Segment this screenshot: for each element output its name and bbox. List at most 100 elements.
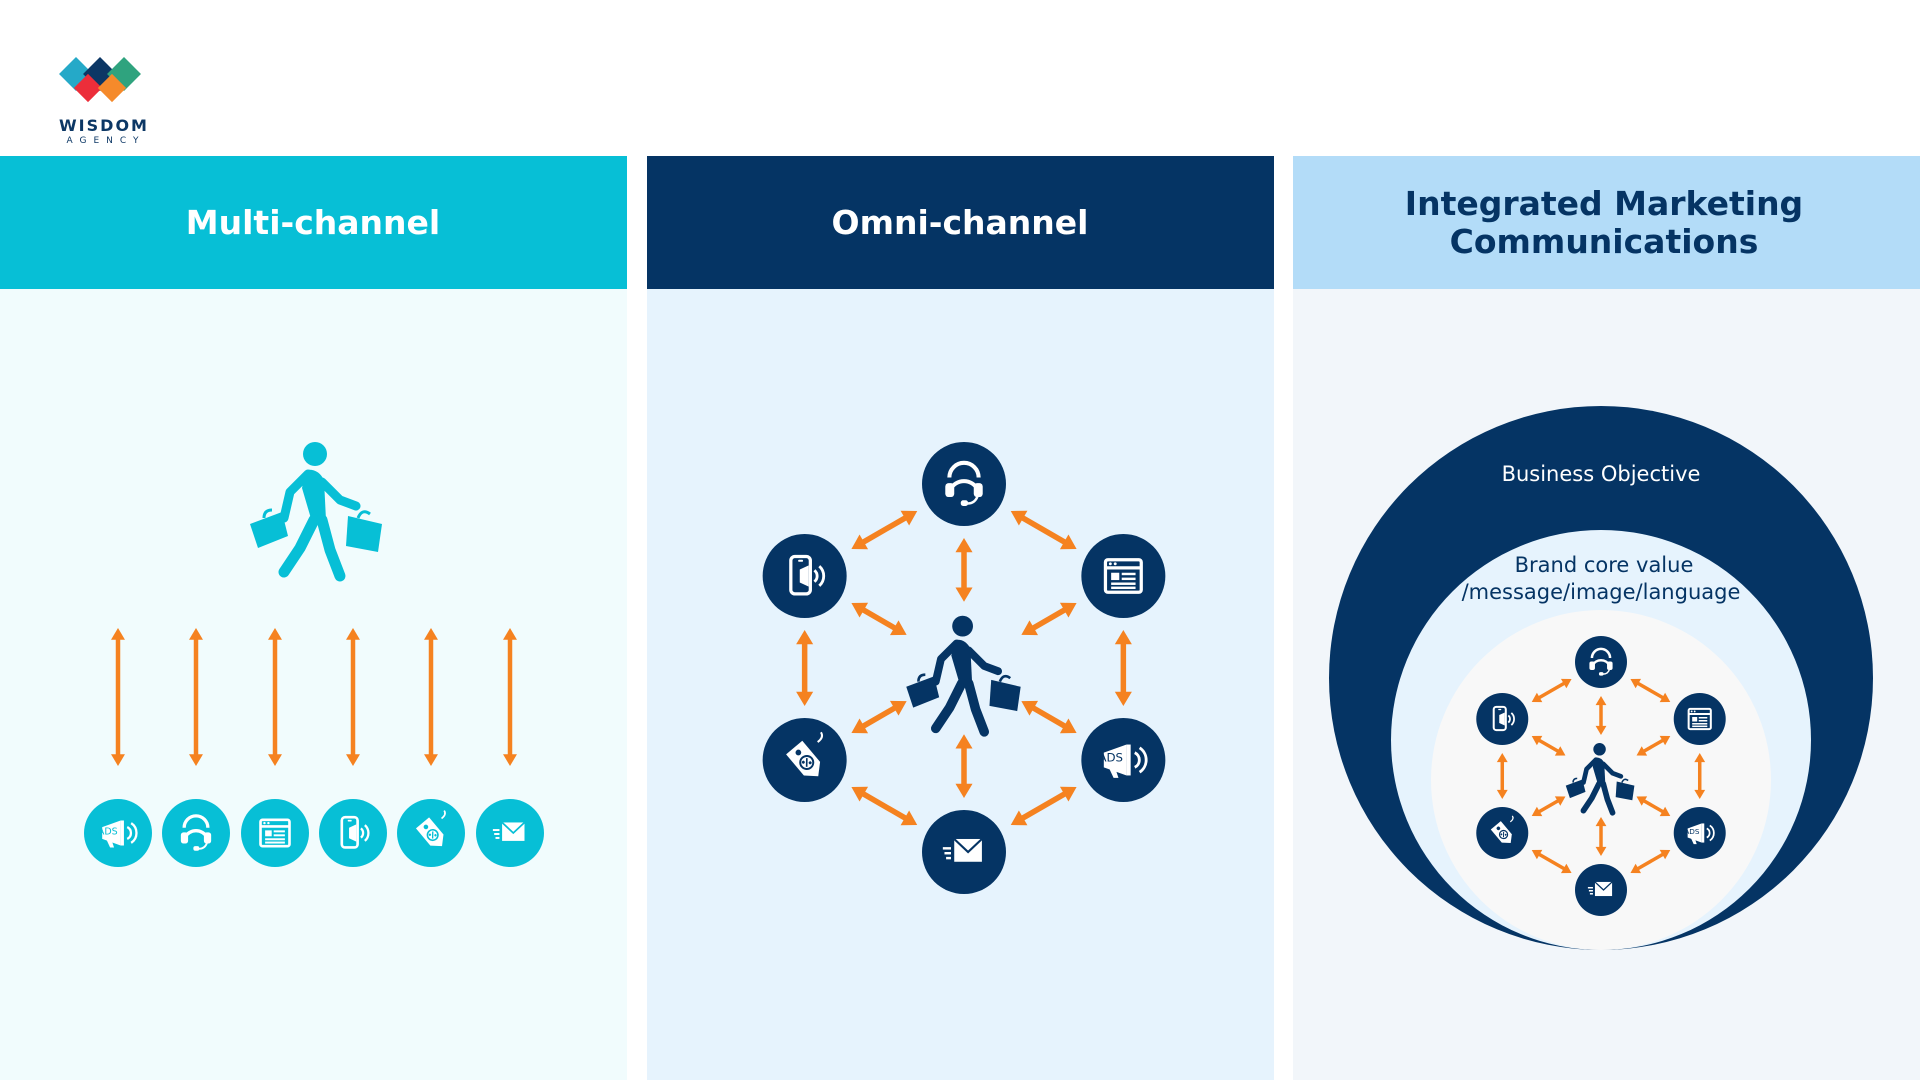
double-arrow	[1010, 510, 1077, 550]
arrow-head	[1694, 753, 1706, 763]
ads-label: ADS	[1098, 751, 1123, 765]
logo-name: WISDOM	[59, 116, 149, 135]
double-arrow	[1636, 796, 1671, 817]
brand-core-value-label: Brand core value	[1515, 553, 1694, 577]
arrow-shaft	[1642, 738, 1665, 753]
arrow-head	[1636, 746, 1648, 756]
arrow-head	[1595, 696, 1607, 706]
imc-diagram: Business Objective Brand core value /mes…	[1329, 406, 1873, 950]
arrow-shaft	[1020, 515, 1067, 545]
arrow-shaft	[1031, 607, 1067, 631]
omni-panel-title: Omni-channel	[832, 203, 1089, 242]
double-arrow	[1531, 796, 1566, 817]
arrow-head	[1010, 810, 1028, 826]
arrow-head	[900, 510, 918, 526]
arrow-head	[900, 810, 918, 826]
arrow-head	[1595, 725, 1607, 735]
arrow-head	[1595, 817, 1607, 827]
double-arrow	[1496, 753, 1508, 799]
arrow-head	[268, 754, 282, 766]
megaphone-ads-icon: ADS	[1081, 718, 1166, 802]
double-arrow	[1630, 678, 1671, 703]
mobile-sound-icon	[762, 534, 847, 618]
arrow-head	[1560, 678, 1572, 689]
multi-panel-title: Multi-channel	[186, 203, 440, 242]
mobile-sound-icon	[319, 799, 387, 867]
arrow-shaft	[1537, 738, 1560, 753]
arrow-shaft	[1537, 852, 1566, 871]
double-arrow	[796, 630, 814, 706]
arrow-head	[889, 620, 907, 636]
email-icon	[1575, 864, 1627, 916]
double-arrow	[851, 786, 918, 826]
arrow-head	[1554, 746, 1566, 756]
arrow-head	[1059, 602, 1077, 618]
arrow-shaft	[1636, 681, 1665, 700]
arrow-head	[189, 754, 203, 766]
arrow-head	[1630, 678, 1642, 689]
double-arrow	[1010, 786, 1077, 826]
arrow-head	[1021, 620, 1039, 636]
arrow-head	[424, 628, 438, 640]
headset-icon	[922, 442, 1006, 526]
arrow-head	[346, 628, 360, 640]
ads-label: ADS	[1684, 827, 1700, 836]
arrow-head	[268, 628, 282, 640]
brand-core-value-label-sub: /message/image/language	[1462, 580, 1741, 604]
arrow-head	[1595, 846, 1607, 856]
wisdom-agency-logo: WISDOM AGENCY	[59, 57, 149, 146]
discount-tag-icon	[397, 799, 465, 867]
webpage-icon	[241, 799, 309, 867]
email-icon	[922, 810, 1006, 894]
icon-background	[1575, 636, 1627, 688]
double-arrow	[1531, 735, 1566, 756]
arrow-head	[1496, 753, 1508, 763]
logo-mark	[59, 57, 141, 103]
arrow-head	[1659, 735, 1671, 746]
double-arrow	[1630, 849, 1671, 874]
arrow-head	[851, 786, 869, 802]
arrow-head	[1560, 863, 1572, 874]
arrow-head	[955, 734, 973, 749]
arrow-shaft	[1636, 852, 1665, 871]
arrow-shaft	[1642, 799, 1665, 814]
arrow-head	[424, 754, 438, 766]
imc-panel-header	[1293, 156, 1920, 289]
double-arrow	[955, 734, 973, 798]
arrow-head	[1531, 806, 1543, 817]
imc-panel-title-line2: Communications	[1450, 222, 1759, 261]
double-arrow	[111, 628, 125, 766]
arrow-head	[1114, 691, 1132, 706]
arrow-shaft	[1537, 681, 1566, 700]
multi-panel-header	[0, 156, 627, 289]
webpage-icon	[1673, 693, 1726, 745]
arrow-head	[1531, 735, 1543, 746]
arrow-head	[1059, 534, 1077, 550]
arrow-head	[796, 691, 814, 706]
double-arrow	[851, 700, 907, 734]
arrow-shaft	[861, 705, 897, 729]
arrow-head	[1010, 510, 1028, 526]
business-objective-label: Business Objective	[1502, 462, 1701, 486]
double-arrow	[1531, 678, 1572, 703]
double-arrow	[955, 538, 973, 602]
arrow-head	[796, 630, 814, 645]
double-arrow	[1636, 735, 1671, 756]
double-arrow	[1694, 753, 1706, 799]
arrow-head	[1659, 806, 1671, 817]
double-arrow	[1021, 700, 1077, 734]
arrow-shaft	[861, 791, 908, 821]
double-arrow	[1531, 849, 1572, 874]
double-arrow	[851, 602, 907, 636]
arrow-head	[1059, 718, 1077, 734]
arrow-head	[955, 538, 973, 553]
arrow-head	[1059, 786, 1077, 802]
double-arrow	[503, 628, 517, 766]
arrow-head	[346, 754, 360, 766]
arrow-head	[503, 628, 517, 640]
arrow-head	[1531, 692, 1543, 703]
arrow-head	[1531, 849, 1543, 860]
arrow-head	[503, 754, 517, 766]
